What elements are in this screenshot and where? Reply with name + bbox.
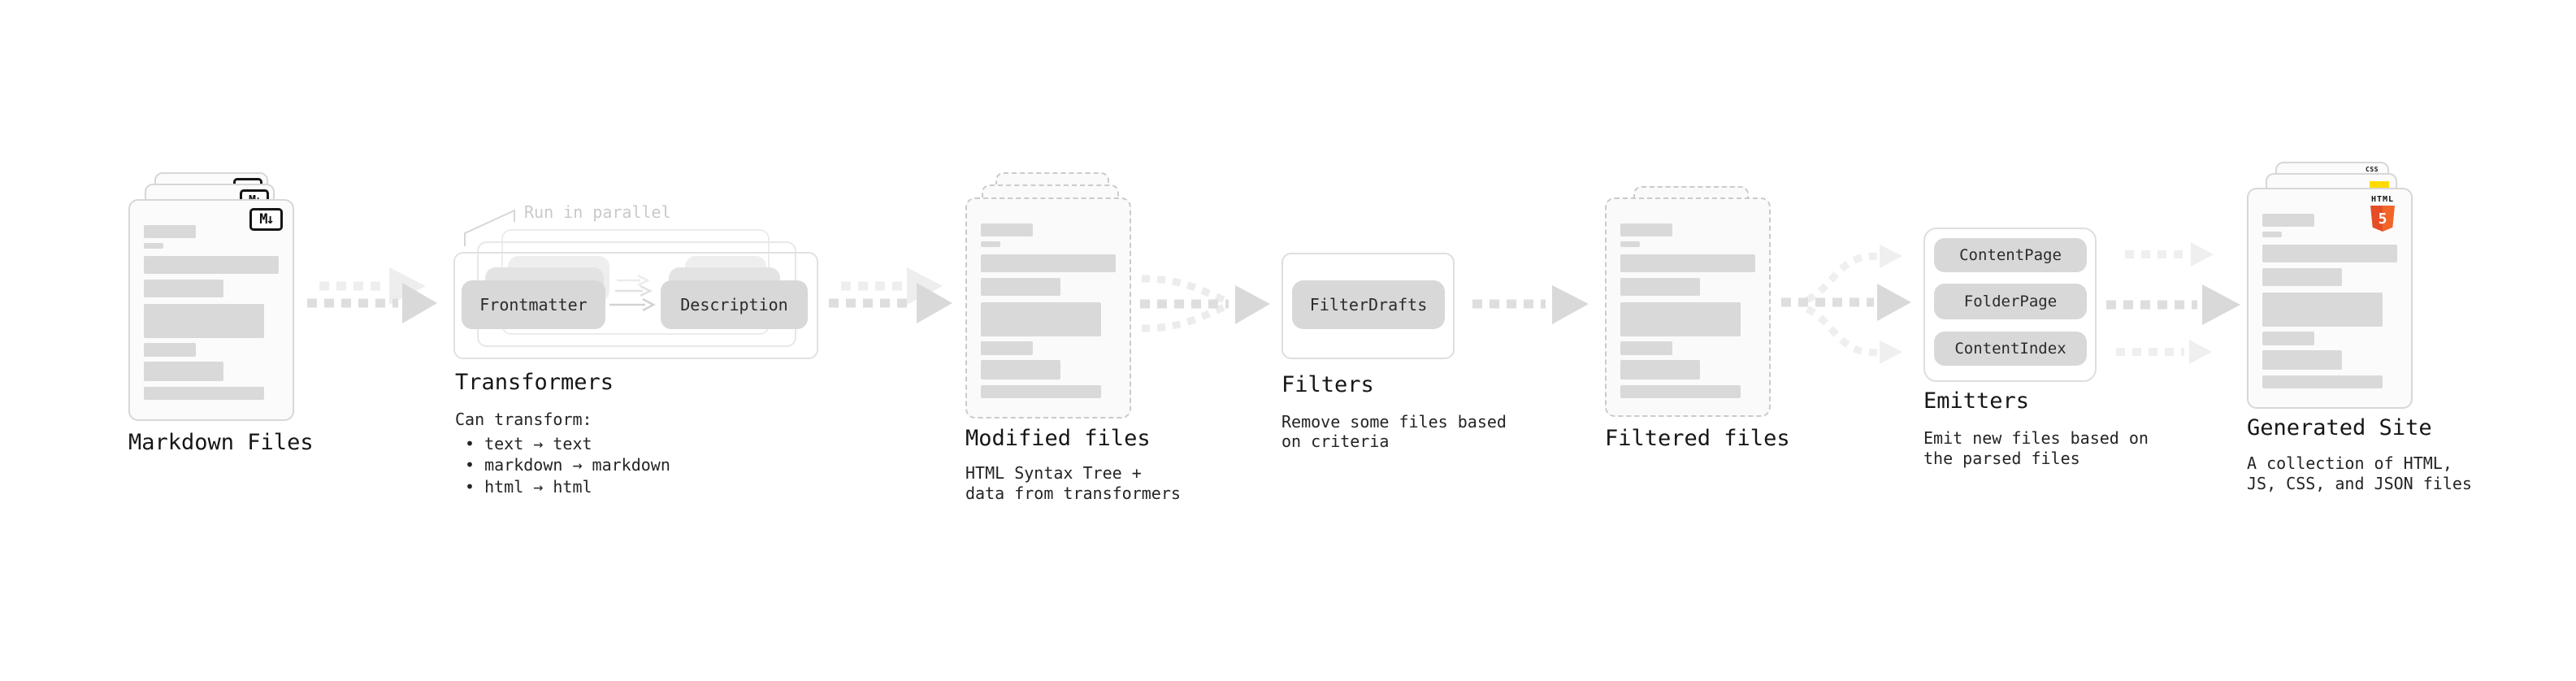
skeleton-text-bar — [144, 280, 223, 297]
stage-desc-line: Remove some files based — [1281, 412, 1507, 432]
skeleton-text-bar — [1620, 302, 1741, 336]
transformer-chip-frontmatter: Frontmatter — [462, 280, 605, 329]
skeleton-text-bar — [1620, 254, 1755, 272]
stage-desc-line: Emit new files based on — [1923, 428, 2149, 448]
skeleton-text-bar — [1620, 241, 1640, 247]
skeleton-text-bar — [1620, 385, 1741, 398]
skeleton-text-bar — [2262, 375, 2383, 388]
bullet-line: • markdown → markdown — [465, 455, 670, 475]
skeleton-text-bar — [981, 278, 1060, 296]
skeleton-text-bar — [144, 304, 264, 338]
stage-title: Modified files — [965, 426, 1151, 451]
file-card-front: HTML 5 — [2247, 188, 2413, 409]
emitter-chip-contentpage: ContentPage — [1934, 238, 2087, 272]
file-card-front — [965, 197, 1131, 419]
stage-desc-line: on criteria — [1281, 432, 1390, 451]
skeleton-text-bar — [2262, 214, 2314, 227]
filters-box — [1281, 253, 1455, 359]
stage-title: Generated Site — [2247, 415, 2432, 440]
bullet-line: • html → html — [465, 477, 592, 497]
skeleton-text-bar — [2262, 232, 2282, 237]
skeleton-text-bar — [144, 243, 163, 249]
skeleton-text-bar — [981, 241, 1000, 247]
stage-desc-line: the parsed files — [1923, 449, 2080, 468]
skeleton-text-bar — [2262, 268, 2342, 286]
skeleton-text-bar — [981, 223, 1033, 236]
skeleton-text-bar — [2262, 350, 2342, 370]
stage-desc-line: data from transformers — [965, 484, 1181, 503]
html5-icon: HTML 5 — [2364, 196, 2401, 232]
skeleton-text-bar — [144, 362, 223, 381]
arrow-filters-to-filtered — [1472, 285, 1589, 324]
stage-desc-line: JS, CSS, and JSON files — [2247, 474, 2472, 493]
skeleton-text-bar — [1620, 341, 1672, 355]
skeleton-text-bar — [2262, 293, 2383, 327]
filter-chip-filterdrafts: FilterDrafts — [1292, 280, 1445, 329]
skeleton-text-bar — [981, 254, 1116, 272]
skeleton-text-bar — [2262, 245, 2397, 262]
skeleton-text-bar — [1620, 278, 1700, 296]
skeleton-text-bar — [144, 256, 279, 274]
markdown-icon: M↓ — [249, 208, 283, 231]
emitters-box — [1923, 228, 2097, 382]
arrow-filtered-to-emitters-fanout — [1781, 245, 1911, 364]
stage-subtitle: Can transform: — [455, 410, 592, 429]
run-in-parallel-label: Run in parallel — [524, 202, 671, 222]
transformer-chip-description: Description — [661, 280, 808, 329]
arrow-modified-to-filters-merge — [1140, 275, 1270, 332]
skeleton-text-bar — [2262, 332, 2314, 345]
transformer-box-front — [453, 252, 818, 359]
stage-desc-line: A collection of HTML, — [2247, 453, 2452, 473]
skeleton-text-bar — [144, 387, 264, 400]
skeleton-text-bar — [981, 341, 1033, 355]
stage-title: Emitters — [1923, 388, 2030, 414]
stage-title: Filtered files — [1605, 426, 1790, 451]
skeleton-text-bar — [1620, 223, 1672, 236]
skeleton-text-bar — [1620, 360, 1700, 380]
emitter-chip-contentindex: ContentIndex — [1934, 332, 2087, 366]
stage-title: Transformers — [455, 370, 614, 395]
skeleton-text-bar — [981, 385, 1101, 398]
arrow-markdown-to-transformers — [307, 267, 437, 323]
file-card-front — [1605, 197, 1771, 417]
skeleton-text-bar — [144, 225, 196, 238]
stage-title: Markdown Files — [128, 430, 314, 455]
stage-desc-line: HTML Syntax Tree + — [965, 463, 1142, 483]
file-card-front: M↓ — [128, 199, 294, 421]
skeleton-text-bar — [144, 343, 196, 357]
emitter-chip-folderpage: FolderPage — [1934, 284, 2087, 319]
arrow-transformers-to-modified — [829, 267, 952, 323]
stage-title: Filters — [1281, 372, 1374, 397]
bullet-line: • text → text — [465, 434, 592, 453]
skeleton-text-bar — [981, 302, 1101, 336]
arrow-emitters-to-generated — [2106, 242, 2240, 364]
skeleton-text-bar — [981, 360, 1060, 380]
